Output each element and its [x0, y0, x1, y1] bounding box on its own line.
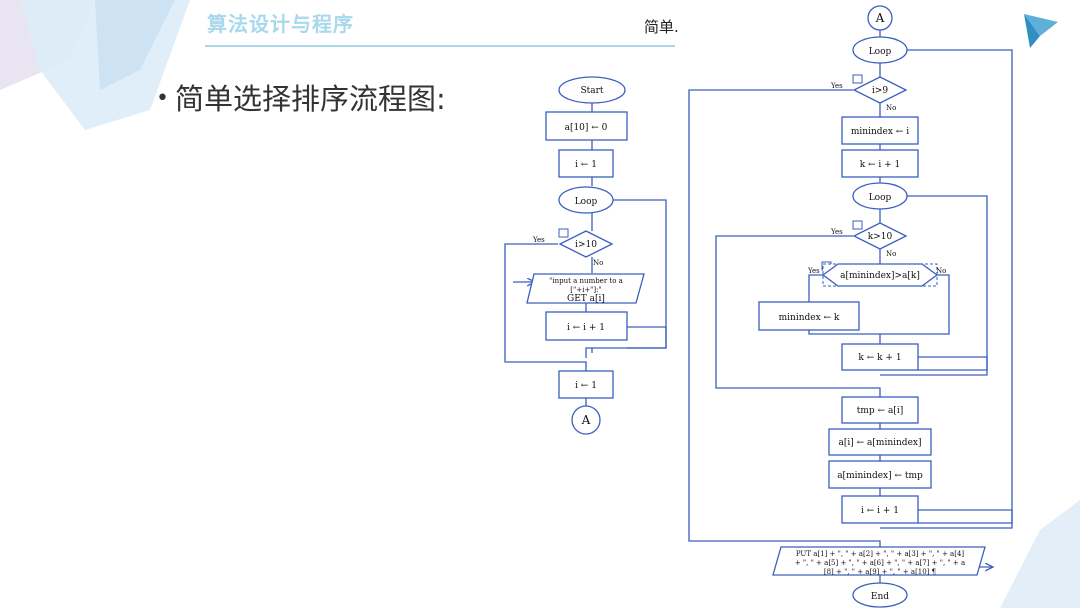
- yes-exit-edge: [504, 243, 587, 371]
- incr-label: i ← i + 1: [567, 323, 605, 333]
- bird-logo-icon: [1024, 14, 1058, 48]
- set-minindex-label: minindex ← i: [851, 127, 909, 137]
- start-label: Start: [580, 86, 603, 96]
- collapse-icon: [852, 74, 863, 84]
- loop-node: [558, 186, 614, 214]
- compare-label: a[minindex]>a[k]: [840, 271, 920, 281]
- outer-cond-label: i>9: [872, 86, 888, 96]
- output-line3: [8] + ", " + a[9] + ", " + a[10] ¶: [824, 568, 936, 576]
- inner-loop-label: Loop: [869, 193, 892, 203]
- outer-no-label: No: [886, 104, 896, 112]
- header-divider: [205, 45, 675, 47]
- deco-shape-blue-dark: [95, 0, 175, 90]
- outer-cond-diamond: [852, 76, 908, 104]
- swap2-box: [828, 428, 932, 456]
- end-node: [852, 582, 908, 608]
- cond-label: i>10: [575, 240, 597, 250]
- update-minindex-box: [758, 301, 860, 331]
- compare-no-label: No: [936, 267, 946, 275]
- outer-loop-node: [852, 36, 908, 64]
- incr-box: [545, 311, 628, 341]
- outer-loop-label: Loop: [869, 47, 892, 57]
- set-k-box: [841, 149, 919, 178]
- deco-corner-bottom: [1000, 500, 1080, 608]
- compare-yes-label: Yes: [807, 267, 820, 275]
- swap2-label: a[i] ← a[minindex]: [839, 438, 922, 448]
- outer-exit-edge: [688, 89, 881, 547]
- connector-a-in-label: A: [875, 11, 885, 25]
- connector-a-in: [867, 5, 893, 31]
- connector-a-out: [571, 405, 601, 435]
- reset-i-label: i ← 1: [575, 381, 597, 391]
- no-label: No: [593, 259, 603, 267]
- edge: [808, 274, 950, 335]
- edge: [808, 274, 823, 302]
- course-title: 算法设计与程序: [207, 12, 354, 36]
- outer-loop-back: [906, 49, 1013, 524]
- inner-loop-node: [852, 182, 908, 210]
- init-array-box: [545, 111, 628, 141]
- incr-i-box: [841, 495, 919, 524]
- swap3-label: a[minindex] ← tmp: [837, 471, 923, 481]
- compare-hexagon: [821, 263, 939, 287]
- swap1-box: [841, 396, 919, 424]
- update-minindex-label: minindex ← k: [779, 313, 840, 323]
- inner-exit-edge: [715, 235, 881, 397]
- reset-i-box: [558, 370, 614, 399]
- incr-k-box: [841, 343, 919, 371]
- loop-label: Loop: [575, 197, 598, 207]
- inner-yes-label: Yes: [830, 228, 843, 236]
- output-parallelogram: [772, 546, 986, 576]
- input-line3: GET a[i]: [567, 294, 605, 304]
- inner-loop-back: [907, 195, 988, 371]
- collapse-icon: [852, 220, 863, 230]
- yes-label: Yes: [532, 236, 545, 244]
- input-line2: ["+i+"]:": [570, 286, 601, 294]
- loop-back-edge: [612, 199, 667, 349]
- bullet-dot: •: [156, 86, 169, 111]
- init-i-box: [558, 149, 614, 178]
- inner-no-label: No: [886, 250, 896, 258]
- left-flowchart: Start a[10] ← 0 i ← 1 Loop i>10 Yes No "…: [504, 76, 667, 435]
- init-i-label: i ← 1: [575, 160, 597, 170]
- input-parallelogram: [526, 273, 645, 304]
- init-array-label: a[10] ← 0: [565, 123, 608, 133]
- incr-k-label: k ← k + 1: [858, 353, 901, 363]
- collapse-icon: [558, 228, 569, 238]
- bullet-text: 简单选择排序流程图:: [174, 82, 446, 116]
- inner-cond-diamond: [852, 222, 908, 250]
- bullet-heading: •简单选择排序流程图:: [156, 76, 446, 118]
- right-flowchart: A Loop i>9 Yes No minindex ← i k ← i + 1…: [688, 5, 1013, 608]
- output-line1: PUT a[1] + ", " + a[2] + ", " + a[3] + "…: [796, 550, 965, 558]
- connector-a-out-label: A: [581, 413, 591, 427]
- input-line1: "input a number to a: [549, 277, 623, 285]
- incr-i-label: i ← i + 1: [861, 506, 899, 516]
- set-minindex-box: [841, 116, 919, 145]
- start-node: [558, 76, 626, 104]
- end-label: End: [871, 592, 889, 602]
- inner-cond-label: k>10: [868, 232, 893, 242]
- header-right-text: 简单.: [644, 18, 679, 36]
- set-k-label: k ← i + 1: [860, 160, 901, 170]
- output-line2: + ", " + a[5] + ", " + a[6] + ", " + a[7…: [795, 559, 965, 567]
- cond-diamond: [558, 230, 614, 258]
- outer-yes-label: Yes: [830, 82, 843, 90]
- swap1-label: tmp ← a[i]: [857, 406, 903, 416]
- swap3-box: [828, 460, 932, 489]
